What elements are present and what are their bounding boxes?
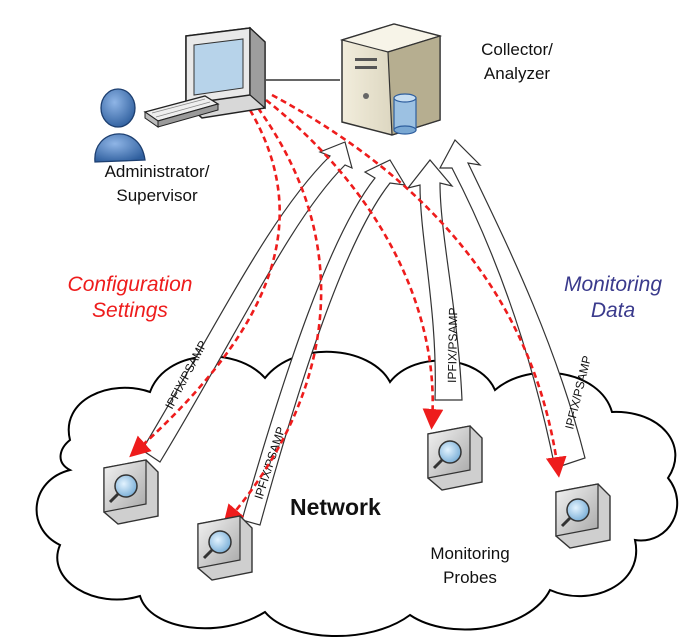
database-icon <box>393 93 417 135</box>
configuration-settings-label: Configuration Settings <box>30 272 230 324</box>
collector-label-line1: Collector/ <box>481 40 553 59</box>
network-label: Network <box>290 494 381 520</box>
keyboard-icon <box>143 95 220 128</box>
admin-label-line2: Supervisor <box>116 186 198 205</box>
monitoring-probe-icon <box>427 425 483 491</box>
probes-label-line1: Monitoring <box>430 544 510 563</box>
collector-label-line2: Analyzer <box>483 64 551 83</box>
data-arrow-4 <box>438 139 586 469</box>
config-arrow-1 <box>129 109 281 458</box>
monitoring-probe-icon <box>555 483 611 549</box>
monitoring-data-label: Monitoring Data <box>548 272 678 324</box>
config-arrow-2 <box>222 107 323 526</box>
monitoring-probes-label: Monitoring Probes <box>400 542 540 590</box>
monitoring-label-line2: Data <box>590 299 636 322</box>
monitoring-label-line1: Monitoring <box>563 273 663 296</box>
collector-label: Collector/ Analyzer <box>452 38 582 86</box>
data-arrow-2 <box>241 159 407 526</box>
monitoring-probe-icon <box>197 515 253 581</box>
data-arrow-3 <box>406 159 463 401</box>
probes-label-line2: Probes <box>443 568 497 587</box>
computer-monitor-icon <box>185 26 266 119</box>
admin-label-line1: Administrator/ <box>104 162 210 181</box>
admin-label: Administrator/ Supervisor <box>72 160 242 208</box>
configuration-flows <box>129 93 567 526</box>
monitoring-data-flows <box>141 139 586 526</box>
data-arrow-1 <box>141 141 353 463</box>
config-label-line2: Settings <box>92 299 168 322</box>
user-person-icon <box>94 88 146 163</box>
config-arrow-4 <box>271 93 567 478</box>
protocol-label: IPFIX/PSAMP <box>445 307 460 383</box>
server-tower-icon <box>339 23 443 136</box>
config-label-line1: Configuration <box>67 273 193 296</box>
config-arrow-3 <box>265 98 444 430</box>
monitoring-probe-icon <box>103 459 159 525</box>
